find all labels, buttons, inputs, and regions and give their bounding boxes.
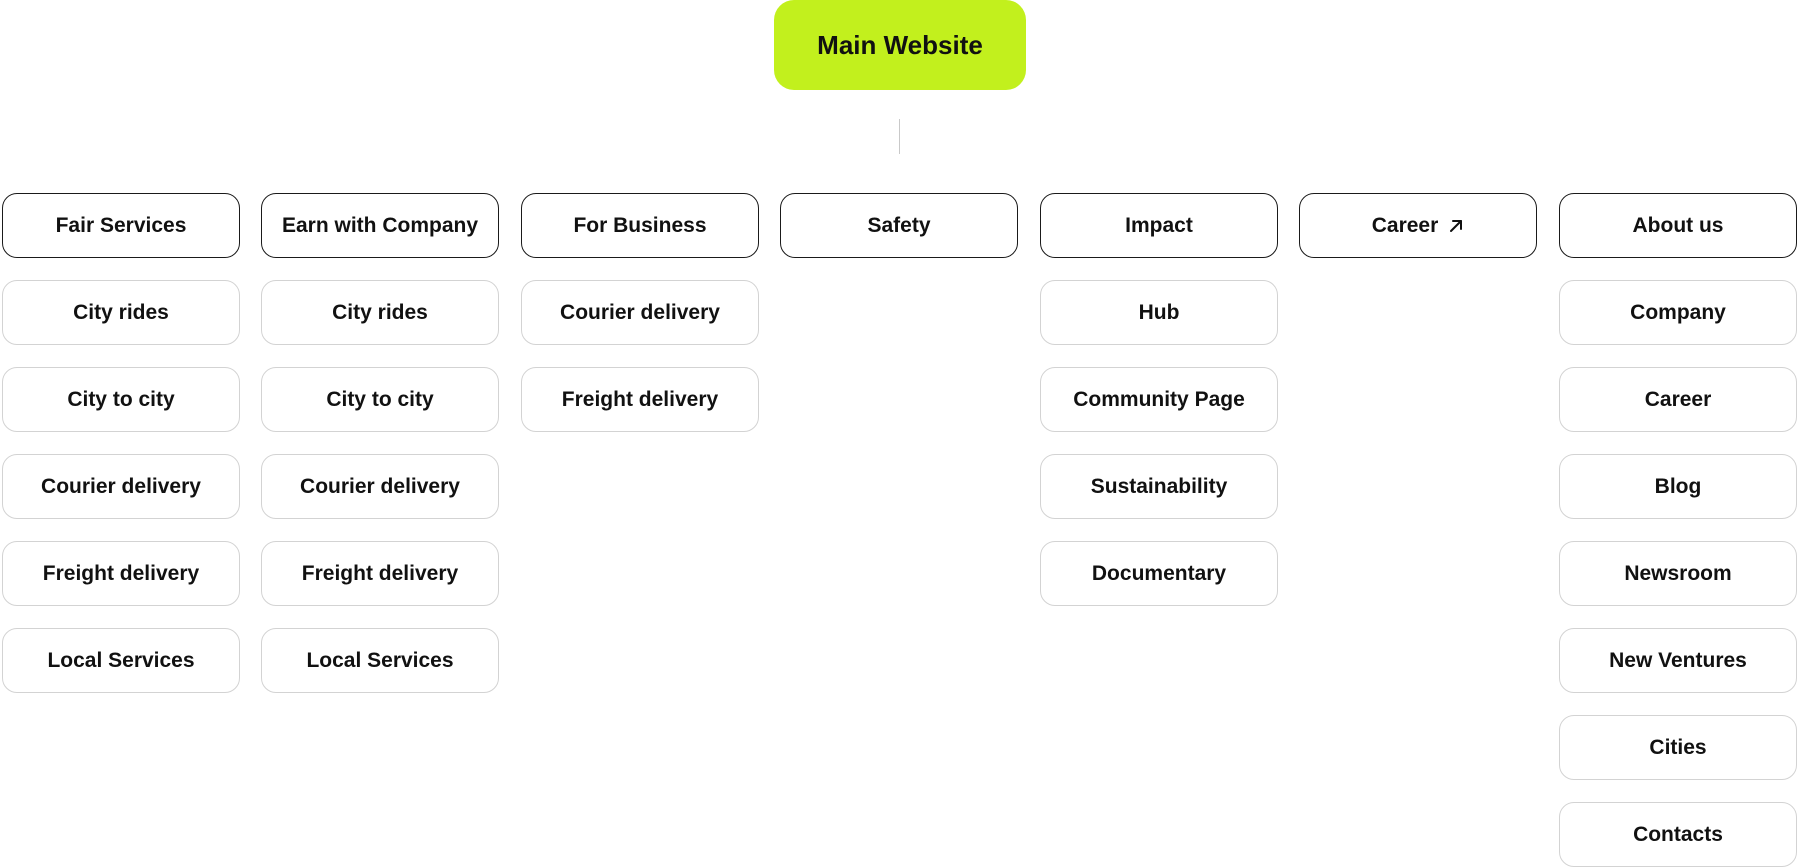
item-courier-delivery[interactable]: Courier delivery xyxy=(2,454,240,519)
column-about-us: About us Company Career Blog Newsroom Ne… xyxy=(1559,193,1797,867)
item-documentary[interactable]: Documentary xyxy=(1040,541,1278,606)
item-local-services[interactable]: Local Services xyxy=(2,628,240,693)
root-connector-line xyxy=(899,119,900,154)
column-for-business: For Business Courier delivery Freight de… xyxy=(521,193,759,432)
column-impact: Impact Hub Community Page Sustainability… xyxy=(1040,193,1278,606)
arrow-up-right-icon xyxy=(1448,218,1464,234)
column-career: Career xyxy=(1299,193,1537,258)
item-hub[interactable]: Hub xyxy=(1040,280,1278,345)
main-website-node[interactable]: Main Website xyxy=(774,0,1026,90)
item-career[interactable]: Career xyxy=(1559,367,1797,432)
column-earn-with-company: Earn with Company City rides City to cit… xyxy=(261,193,499,693)
header-for-business[interactable]: For Business xyxy=(521,193,759,258)
item-courier-delivery[interactable]: Courier delivery xyxy=(261,454,499,519)
item-city-to-city[interactable]: City to city xyxy=(2,367,240,432)
item-city-rides[interactable]: City rides xyxy=(2,280,240,345)
item-freight-delivery[interactable]: Freight delivery xyxy=(261,541,499,606)
item-cities[interactable]: Cities xyxy=(1559,715,1797,780)
header-career[interactable]: Career xyxy=(1299,193,1537,258)
column-fair-services: Fair Services City rides City to city Co… xyxy=(2,193,240,693)
header-earn-with-company[interactable]: Earn with Company xyxy=(261,193,499,258)
item-contacts[interactable]: Contacts xyxy=(1559,802,1797,867)
header-about-us[interactable]: About us xyxy=(1559,193,1797,258)
item-sustainability[interactable]: Sustainability xyxy=(1040,454,1278,519)
header-safety[interactable]: Safety xyxy=(780,193,1018,258)
item-blog[interactable]: Blog xyxy=(1559,454,1797,519)
header-impact[interactable]: Impact xyxy=(1040,193,1278,258)
item-freight-delivery[interactable]: Freight delivery xyxy=(2,541,240,606)
column-safety: Safety xyxy=(780,193,1018,258)
item-local-services[interactable]: Local Services xyxy=(261,628,499,693)
item-courier-delivery[interactable]: Courier delivery xyxy=(521,280,759,345)
item-city-rides[interactable]: City rides xyxy=(261,280,499,345)
header-fair-services[interactable]: Fair Services xyxy=(2,193,240,258)
item-community-page[interactable]: Community Page xyxy=(1040,367,1278,432)
item-company[interactable]: Company xyxy=(1559,280,1797,345)
header-career-label: Career xyxy=(1371,213,1439,237)
item-newsroom[interactable]: Newsroom xyxy=(1559,541,1797,606)
item-new-ventures[interactable]: New Ventures xyxy=(1559,628,1797,693)
item-city-to-city[interactable]: City to city xyxy=(261,367,499,432)
item-freight-delivery[interactable]: Freight delivery xyxy=(521,367,759,432)
